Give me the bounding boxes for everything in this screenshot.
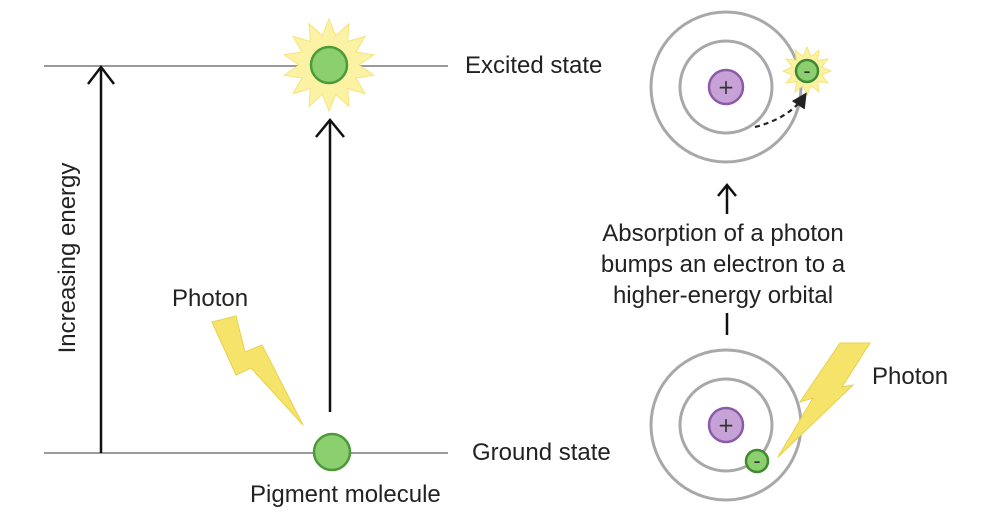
nucleus <box>707 406 745 444</box>
excited-pigment-molecule <box>309 45 349 85</box>
photon-lightning-icon <box>211 315 304 426</box>
electron-jump-arrow <box>754 92 807 129</box>
inner-orbit <box>678 377 774 473</box>
photon-lightning-icon <box>777 342 871 458</box>
photon-label-right: Photon <box>872 363 948 390</box>
excited-atom: + - <box>649 10 833 164</box>
ground-atom: + - <box>649 342 871 502</box>
excited-electron <box>794 58 820 84</box>
ground-state-label: Ground state <box>472 439 611 466</box>
process-arrowhead <box>717 183 737 197</box>
absorption-text-line-3: higher-energy orbital <box>613 282 833 309</box>
absorption-text-line-1: Absorption of a photon <box>602 220 844 247</box>
absorption-text-line-2: bumps an electron to a <box>601 251 846 278</box>
ground-pigment-molecule <box>312 432 352 472</box>
photon-label-left: Photon <box>172 285 248 312</box>
electron-minus-sign: - <box>753 449 760 473</box>
excited-state-label: Excited state <box>465 52 602 79</box>
electron-minus-sign: - <box>803 59 810 83</box>
energy-axis-arrowhead <box>87 64 115 85</box>
nucleus-plus-sign: + <box>718 75 735 99</box>
increasing-energy-label: Increasing energy <box>54 163 81 354</box>
pigment-molecule-label: Pigment molecule <box>250 481 441 508</box>
ground-electron <box>744 448 770 474</box>
nucleus-plus-sign: + <box>718 413 735 437</box>
nucleus <box>707 68 745 106</box>
excitation-arrowhead <box>315 118 345 138</box>
inner-orbit <box>678 39 774 135</box>
